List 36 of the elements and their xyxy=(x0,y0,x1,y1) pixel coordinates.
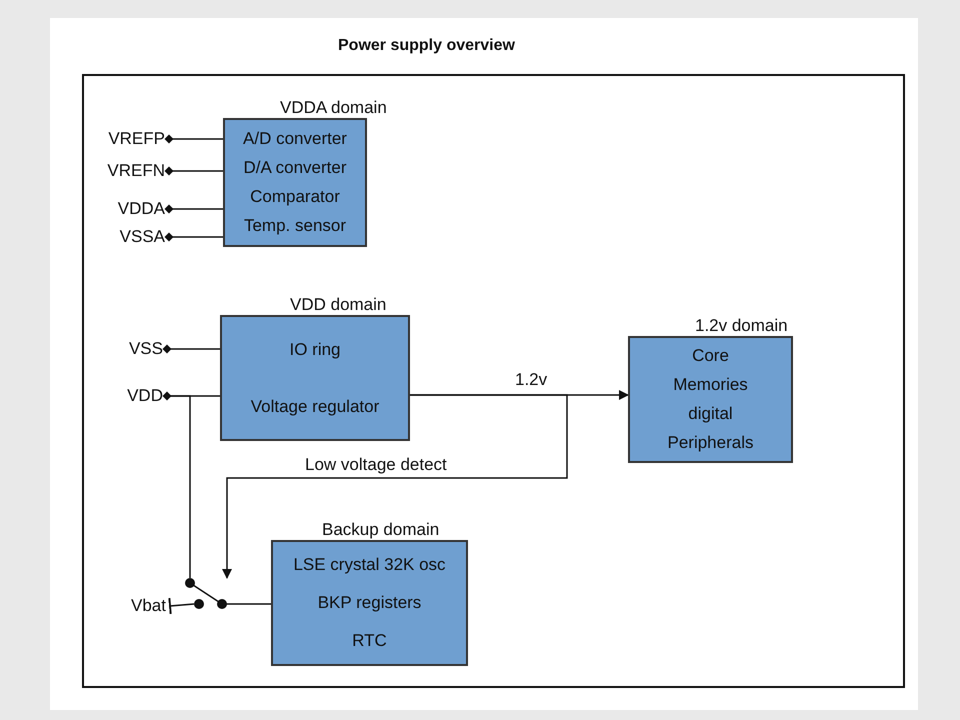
block-label: RTC xyxy=(352,631,387,651)
pin-label: VREFN xyxy=(107,161,165,181)
pin-label: VDD xyxy=(127,386,163,406)
connector xyxy=(167,395,191,578)
pin-label: VREFP xyxy=(108,129,165,149)
pin-label: VDDA xyxy=(118,199,165,219)
connector xyxy=(164,134,223,144)
block-label: Comparator xyxy=(250,187,340,208)
pin-label: VSSA xyxy=(120,227,165,247)
pin-label: Vbat xyxy=(131,596,166,616)
block-label: BKP registers xyxy=(318,593,422,613)
block-label: Core xyxy=(692,346,729,366)
connector xyxy=(168,597,194,615)
domain-heading: 1.2v domain xyxy=(695,316,788,336)
connector xyxy=(164,166,223,176)
block-label: Temp. sensor xyxy=(244,216,346,236)
domain-heading: VDDA domain xyxy=(280,98,387,118)
domain-heading: Backup domain xyxy=(322,520,440,540)
block-label: D/A converter xyxy=(244,158,346,178)
block-label: digital xyxy=(688,404,733,424)
block-label: Memories xyxy=(673,375,748,396)
block-label: A/D converter xyxy=(243,128,347,149)
connector xyxy=(162,344,220,354)
block-label: Peripherals xyxy=(668,432,754,453)
block-label: LSE crystal 32K osc xyxy=(293,555,446,575)
block-label: IO ring xyxy=(289,340,341,360)
diagram-title: Power supply overview xyxy=(338,37,515,55)
connector xyxy=(162,392,220,400)
pin-label: VSS xyxy=(128,339,163,359)
domain-heading: VDD domain xyxy=(290,295,386,315)
block-label: Voltage regulator xyxy=(250,396,380,416)
edge-label: Low voltage detect xyxy=(303,456,449,474)
connector xyxy=(164,232,223,242)
connector xyxy=(222,394,568,579)
switch-symbol xyxy=(183,577,229,611)
connector xyxy=(164,204,223,214)
